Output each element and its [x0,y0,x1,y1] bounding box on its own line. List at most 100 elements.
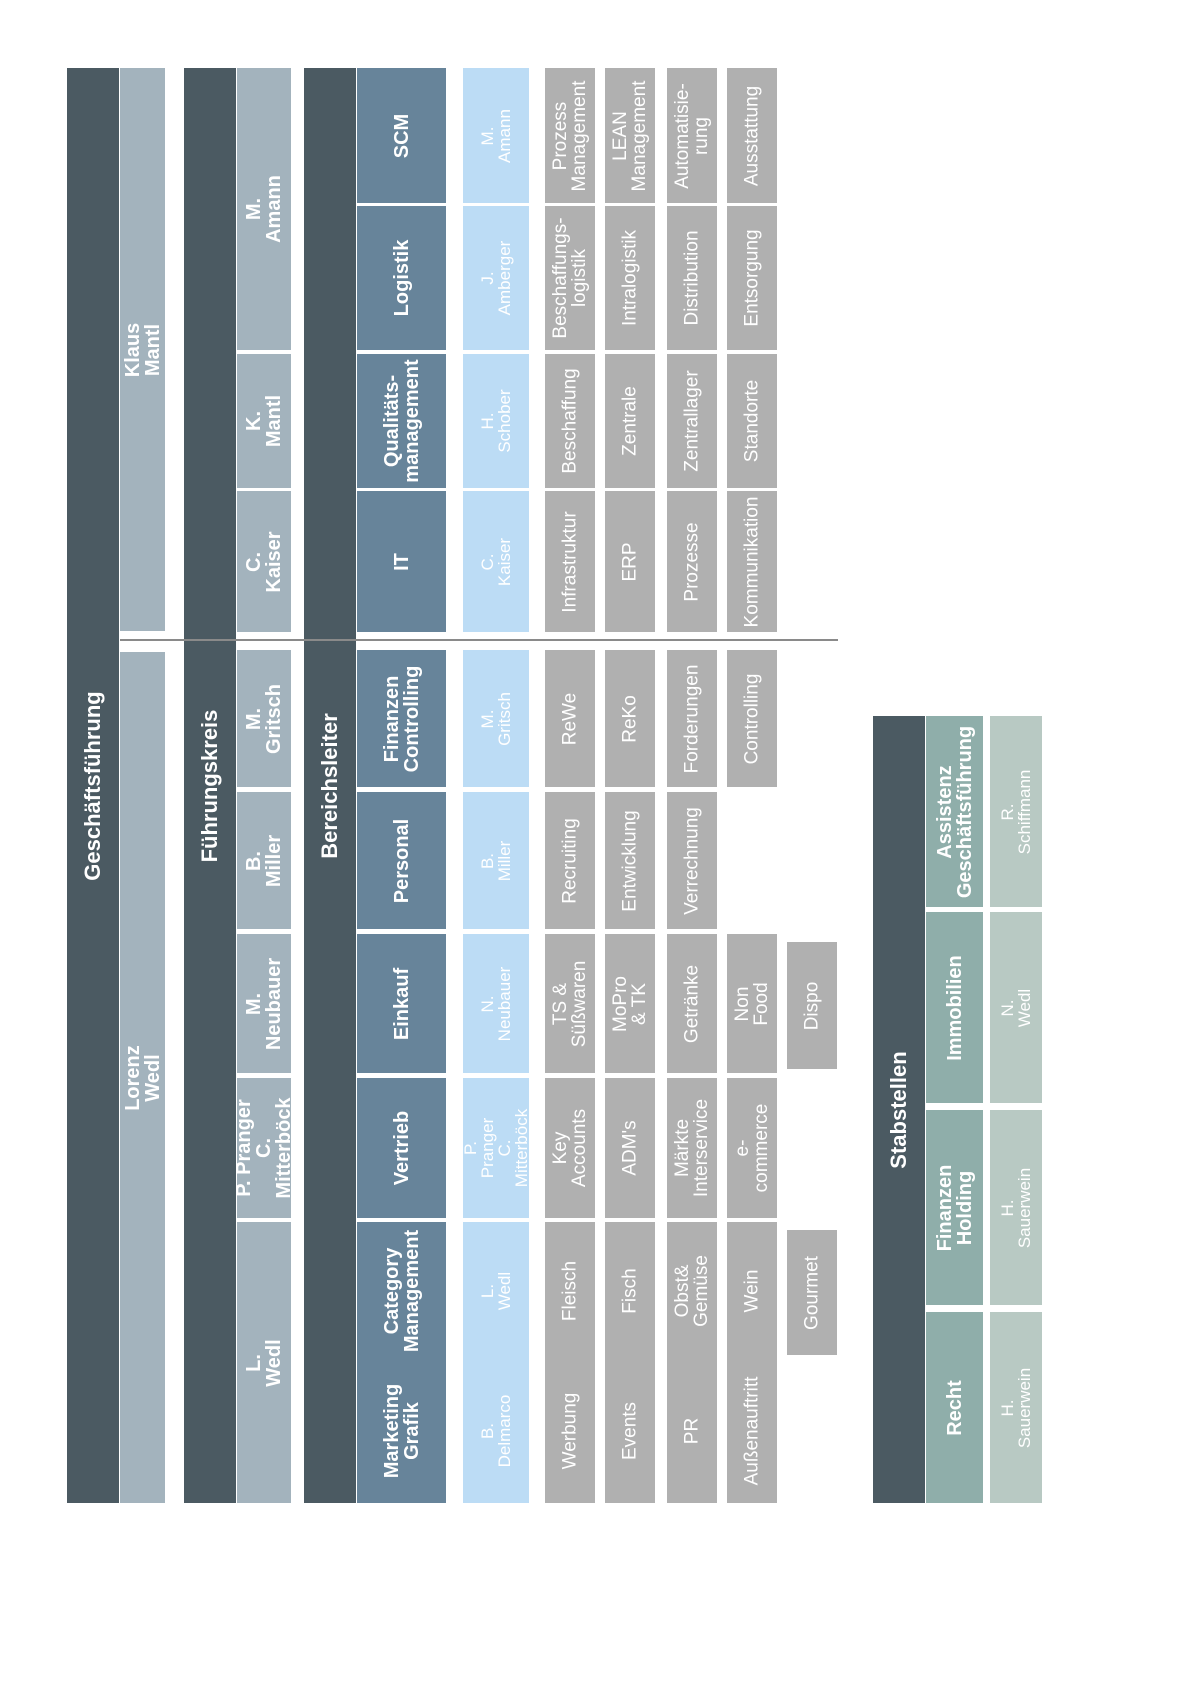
fk-member-5-label: C. Kaiser [243,530,285,593]
unit-7-2-label: Zentrallager [681,370,703,472]
department-leader-0-label: B. Delmarco [478,1394,514,1468]
fuehrungskreis-header: Führungskreis [184,68,236,1503]
unit-1-3: Wein [727,1222,777,1359]
unit-2-1: ADM's [605,1078,655,1218]
department-leader-2: P. Pranger C. Mitterböck [463,1078,529,1218]
unit-5-0: ReWe [545,650,595,787]
unit-2-0-label: Key Accounts [550,1108,590,1188]
unit-6-3: Kommunikation [727,491,777,632]
department-leader-6: C. Kaiser [463,491,529,632]
unit-6-1-label: ERP [619,541,641,582]
unit-2-2: Märkte Interservice [667,1078,717,1218]
unit-3-4-label: Dispo [801,981,823,1030]
unit-1-0-label: Fleisch [559,1260,581,1321]
fk-member-1-label: P. Pranger C. Mitterböck [237,1097,291,1199]
stabstelle-3-label: Assistenz Geschäftsführung [933,725,976,898]
department-9-label: SCM [390,113,413,158]
unit-2-3-label: e-commerce [732,1103,772,1193]
stabstelle-3: Assistenz Geschäftsführung [926,716,983,907]
unit-3-1: MoPro & TK [605,934,655,1073]
department-0-label: Marketing Grafik [380,1383,423,1479]
fk-member-6-label: K. Mantl [243,394,285,448]
unit-0-1: Events [605,1359,655,1503]
unit-7-2: Zentrallager [667,354,717,488]
department-1: Category Management [357,1222,446,1359]
unit-0-3: Außenauftritt [727,1359,777,1503]
unit-9-3: Ausstattung [727,68,777,203]
unit-5-0-label: ReWe [559,692,581,745]
unit-5-3: Controlling [727,650,777,787]
unit-8-2: Distribution [667,206,717,350]
unit-1-0: Fleisch [545,1222,595,1359]
unit-2-0: Key Accounts [545,1078,595,1218]
stabstelle-0-label: Recht [943,1379,966,1436]
fk-member-2-label: M. Neubauer [243,957,285,1050]
department-4: Personal [357,792,446,929]
unit-6-0-label: Infrastruktur [559,510,581,613]
department-leader-7-label: H. Schober [478,389,514,453]
unit-3-2: Getränke [667,934,717,1073]
department-leader-0: B. Delmarco [463,1359,529,1503]
department-2-label: Vertrieb [390,1110,413,1186]
department-leader-1-label: L. Wedl [478,1271,514,1310]
gf-member-lorenz-wedl: Lorenz Wedl [120,652,165,1503]
department-5: Finanzen Controlling [357,650,446,787]
unit-1-1: Fisch [605,1222,655,1359]
department-leader-6-label: C. Kaiser [478,537,514,586]
department-4-label: Personal [390,818,413,903]
department-leader-9: M. Amann [463,68,529,203]
unit-8-3-label: Entsorgung [741,229,763,327]
stabstelle-person-1-label: H. Sauerwein [998,1167,1034,1248]
unit-9-0-label: Prozess Management [550,80,590,191]
stabstelle-person-2: N. Wedl [990,912,1042,1103]
unit-0-2: PR [667,1359,717,1503]
unit-0-3-label: Außenauftritt [741,1376,763,1486]
unit-0-0-label: Werbung [559,1392,581,1470]
geschaeftsfuehrung-header: Geschäftsführung [67,68,119,1503]
unit-8-3: Entsorgung [727,206,777,350]
unit-1-1-label: Fisch [619,1267,641,1314]
department-5-label: Finanzen Controlling [380,665,423,772]
fk-member-2: M. Neubauer [237,934,291,1073]
unit-6-1: ERP [605,491,655,632]
department-leader-1: L. Wedl [463,1222,529,1359]
unit-9-1-label: LEAN Management [610,80,650,191]
unit-9-3-label: Ausstattung [741,85,763,186]
department-leader-3: N. Neubauer [463,934,529,1073]
department-2: Vertrieb [357,1078,446,1218]
department-9: SCM [357,68,446,203]
department-7: Qualitäts- management [357,354,446,488]
unit-8-1: Intralogistik [605,206,655,350]
stabstellen-header-label: Stabstellen [886,1050,911,1169]
fk-member-6: K. Mantl [237,354,291,488]
divider-line [120,639,838,641]
gf-member-klaus-mantl-label: Klaus Mantl [121,322,164,377]
fuehrungskreis-header-label: Führungskreis [197,709,222,862]
unit-3-1-label: MoPro & TK [610,975,650,1032]
fk-member-7-label: M. Amann [243,175,285,243]
unit-8-0: Beschaffungs- logistik [545,206,595,350]
department-leader-3-label: N. Neubauer [478,966,514,1041]
department-8-label: Logistik [390,239,413,317]
unit-7-3-label: Standorte [741,379,763,463]
department-leader-8-label: J. Amberger [478,240,514,316]
stabstelle-person-0-label: H. Sauerwein [998,1367,1034,1448]
unit-1-2-label: Obst& Gemüse [672,1254,712,1327]
department-1-label: Category Management [380,1229,423,1352]
unit-2-2-label: Märkte Interservice [672,1098,712,1198]
unit-1-4: Gourmet [787,1230,837,1355]
stabstelle-person-1: H. Sauerwein [990,1110,1042,1305]
unit-3-3: Non Food [727,934,777,1073]
fk-member-5: C. Kaiser [237,491,291,632]
department-8: Logistik [357,206,446,350]
unit-6-2: Prozesse [667,491,717,632]
bereichsleiter-header: Bereichsleiter [304,68,356,1503]
unit-9-0: Prozess Management [545,68,595,203]
unit-3-0-label: TS & Süßwaren [550,960,590,1047]
unit-9-2: Automatisie- rung [667,68,717,203]
department-leader-2-label: P. Pranger C. Mitterböck [463,1108,529,1188]
department-leader-4-label: B. Miller [478,840,514,881]
unit-3-3-label: Non Food [732,981,772,1026]
department-6-label: IT [390,552,413,571]
